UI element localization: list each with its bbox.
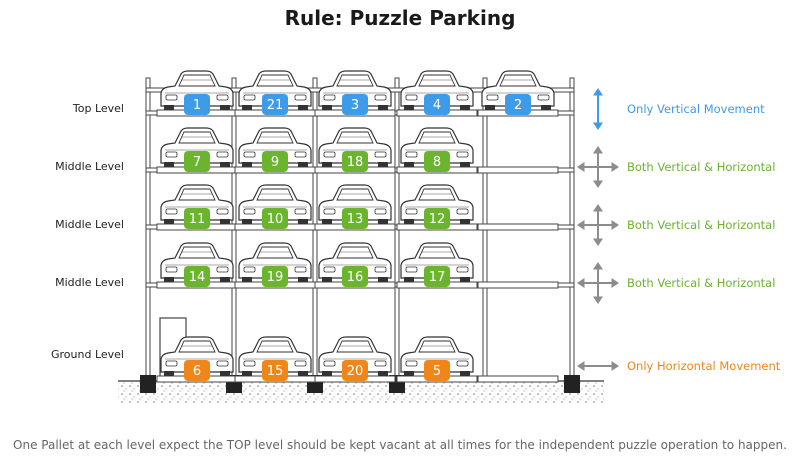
- movement-label: Only Vertical Movement: [627, 102, 765, 116]
- movement-label: Both Vertical & Horizontal: [627, 276, 776, 290]
- slot-badge: [342, 266, 368, 287]
- slot-badge: [262, 266, 288, 287]
- slot-badge: [184, 94, 210, 115]
- slot-badge: [424, 151, 450, 172]
- slot-badge: [262, 360, 288, 381]
- slot-badge: [262, 94, 288, 115]
- level-label: Ground Level: [51, 348, 124, 361]
- slot-number: 6: [193, 364, 201, 379]
- slot-badge: [184, 360, 210, 381]
- slot-number: 2: [514, 98, 522, 113]
- slot-badge: [342, 151, 368, 172]
- slot-badge: [424, 266, 450, 287]
- slot-badge: [184, 266, 210, 287]
- slot-number: 9: [271, 155, 279, 170]
- post-footing: [564, 375, 580, 393]
- slot-badge: [342, 94, 368, 115]
- slot-badge: [262, 151, 288, 172]
- slot-number: 10: [267, 212, 284, 227]
- slot-number: 3: [351, 98, 359, 113]
- slot-number: 8: [433, 155, 441, 170]
- movement-label: Both Vertical & Horizontal: [627, 160, 776, 174]
- slot-number: 5: [433, 364, 441, 379]
- pallet: [477, 166, 559, 174]
- slot-number: 7: [193, 155, 201, 170]
- pallet: [477, 375, 559, 383]
- movement-label: Only Horizontal Movement: [627, 359, 781, 373]
- slot-badge: [342, 208, 368, 229]
- slot-number: 4: [433, 98, 441, 113]
- slot-badge: [424, 94, 450, 115]
- page-title: Rule: Puzzle Parking: [284, 6, 516, 30]
- slot-number: 13: [347, 212, 364, 227]
- slot-number: 16: [347, 270, 364, 285]
- slot-number: 14: [189, 270, 206, 285]
- slot-number: 15: [267, 364, 284, 379]
- slot-number: 18: [347, 155, 364, 170]
- slot-badge: [424, 360, 450, 381]
- four-way-arrow-icon: [577, 262, 619, 304]
- structure-post: [569, 77, 575, 383]
- structure-post: [145, 77, 151, 383]
- level-label: Top Level: [72, 102, 124, 115]
- caption: One Pallet at each level expect the TOP …: [13, 438, 787, 452]
- level-label: Middle Level: [55, 160, 124, 173]
- movement-label: Both Vertical & Horizontal: [627, 218, 776, 232]
- slot-badge: [342, 360, 368, 381]
- slot-badge: [262, 208, 288, 229]
- slot-badge: [424, 208, 450, 229]
- slot-badge: [184, 151, 210, 172]
- horizontal-arrow-icon: [577, 361, 619, 371]
- four-way-arrow-icon: [577, 204, 619, 246]
- slot-number: 1: [193, 98, 201, 113]
- four-way-arrow-icon: [577, 146, 619, 188]
- slot-badge: [184, 208, 210, 229]
- slot-number: 21: [267, 98, 284, 113]
- ground-gravel: [118, 381, 604, 403]
- level-label: Middle Level: [55, 218, 124, 231]
- level-label: Middle Level: [55, 276, 124, 289]
- slot-number: 17: [429, 270, 446, 285]
- pallet: [477, 281, 559, 289]
- slot-number: 12: [429, 212, 446, 227]
- post-footing: [140, 375, 156, 393]
- vertical-arrow-icon: [593, 88, 603, 130]
- slot-badge: [505, 94, 531, 115]
- slot-number: 19: [267, 270, 284, 285]
- slot-number: 20: [347, 364, 364, 379]
- pallet: [477, 223, 559, 231]
- slot-number: 11: [189, 212, 206, 227]
